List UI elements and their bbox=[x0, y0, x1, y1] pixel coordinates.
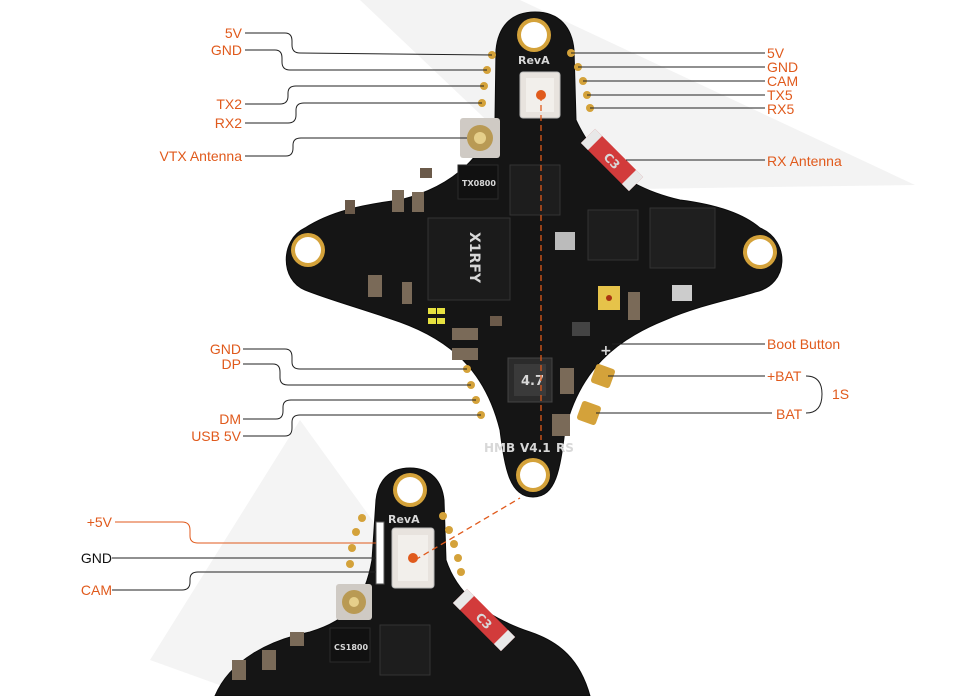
silk-rs: RS bbox=[556, 441, 574, 455]
silk-plus: + bbox=[600, 343, 612, 359]
label-usb-5v: USB 5V bbox=[191, 428, 241, 444]
label-tx5: TX5 bbox=[767, 87, 793, 103]
smd-components bbox=[345, 168, 692, 436]
label-rx5: RX5 bbox=[767, 101, 794, 117]
zoomed-board: RevA C3 CS1800 bbox=[214, 467, 591, 696]
bat-minus-pad bbox=[577, 401, 601, 425]
silk-inductor: 4.7 bbox=[521, 374, 544, 389]
label-group-right: 5V GND CAM TX5 RX5 RX Antenna Boot Butto… bbox=[767, 45, 849, 422]
label-5v-right: 5V bbox=[767, 45, 785, 61]
silk-revision-zoom: RevA bbox=[388, 513, 420, 526]
label-usb-dm: DM bbox=[219, 411, 241, 427]
silk-mcu-mark: X1RFY bbox=[466, 232, 482, 284]
silk-chip-mark-1: TX0800 bbox=[462, 179, 496, 188]
label-rx2: RX2 bbox=[215, 115, 242, 131]
label-usb-gnd: GND bbox=[210, 341, 241, 357]
label-group-left: 5V GND TX2 RX2 VTX Antenna bbox=[159, 25, 242, 164]
label-usb-dp: DP bbox=[222, 356, 241, 372]
flight-controller-board: RevA C3 TX0800 X1RFY bbox=[285, 11, 783, 498]
rx-antenna-chip: C3 bbox=[580, 128, 644, 192]
label-gnd-right: GND bbox=[767, 59, 798, 75]
label-bat-minus: BAT bbox=[776, 406, 803, 422]
leader-lines bbox=[243, 32, 823, 437]
label-rx-antenna: RX Antenna bbox=[767, 153, 842, 169]
label-5v-left: 5V bbox=[225, 25, 243, 41]
label-zoom-cam: CAM bbox=[81, 582, 112, 598]
label-cam: CAM bbox=[767, 73, 798, 89]
label-gnd-left: GND bbox=[211, 42, 242, 58]
label-boot-button: Boot Button bbox=[767, 336, 840, 352]
label-1s: 1S bbox=[832, 386, 849, 402]
silk-chip-mark-2: CS1800 bbox=[334, 643, 368, 652]
zoom-cam-marker bbox=[408, 553, 418, 563]
silk-version: V4.1 bbox=[520, 441, 551, 455]
zoom-leader-lines bbox=[112, 521, 376, 591]
zoom-reference-dash bbox=[414, 497, 521, 561]
silk-brand: HMB bbox=[484, 441, 515, 455]
label-tx2: TX2 bbox=[216, 96, 242, 112]
right-pads bbox=[567, 49, 594, 112]
label-zoom-gnd: GND bbox=[81, 550, 112, 566]
label-vtx-antenna: VTX Antenna bbox=[159, 148, 242, 164]
label-bat-plus: +BAT bbox=[767, 368, 802, 384]
bat-plus-pad bbox=[591, 364, 615, 388]
zoom-labels: +5V GND CAM bbox=[81, 514, 113, 598]
label-group-usb: GND DP DM USB 5V bbox=[191, 341, 241, 444]
zoom-rx-antenna-chip: C3 bbox=[452, 588, 516, 652]
silk-revision: RevA bbox=[518, 54, 550, 67]
label-zoom-5v: +5V bbox=[87, 514, 113, 530]
